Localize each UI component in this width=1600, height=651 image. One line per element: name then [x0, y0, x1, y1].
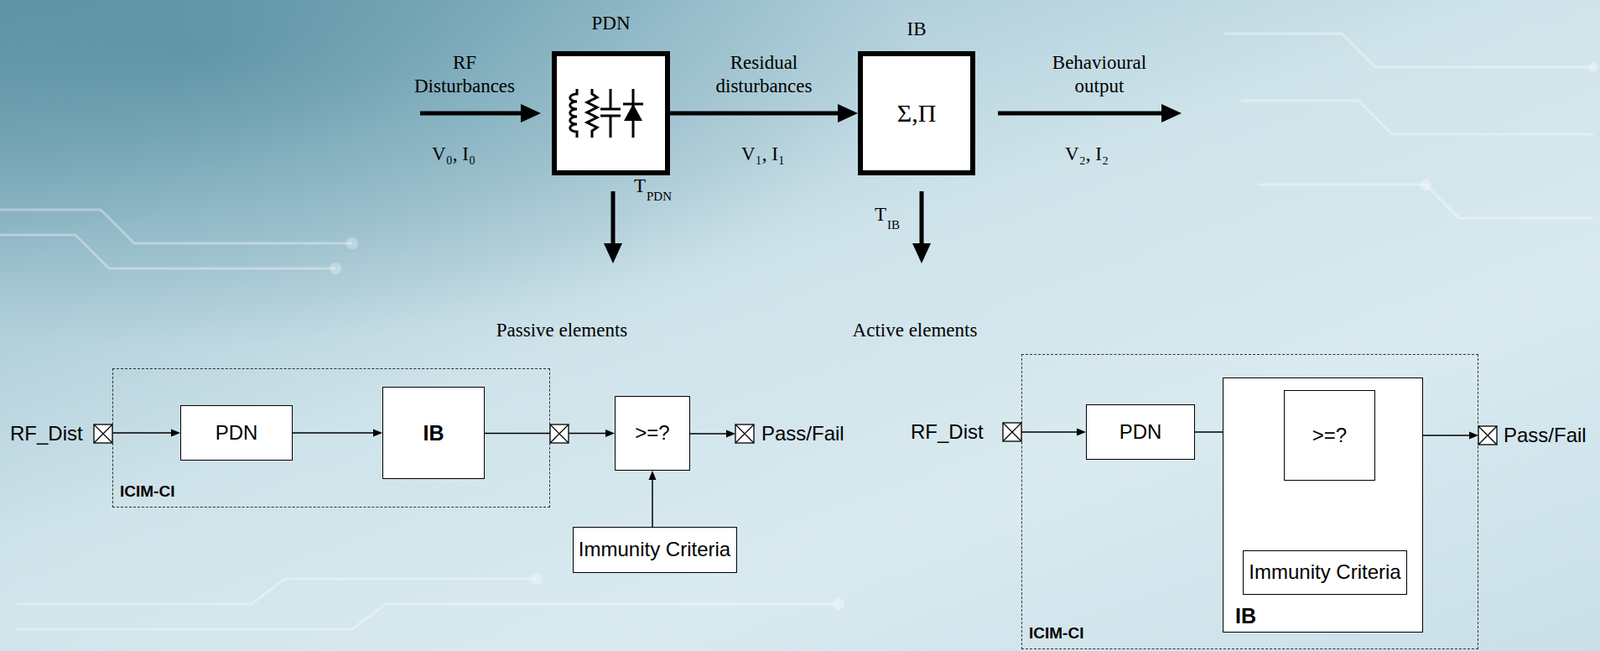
arrow-head — [1469, 431, 1479, 440]
process-box: PDN — [1085, 404, 1195, 460]
compare-box: >=? — [1283, 389, 1376, 481]
wire — [1021, 431, 1077, 433]
criteria-box: Immunity Criteria — [572, 526, 738, 573]
box-label: >=? — [634, 420, 670, 446]
output-arrow-line — [997, 111, 1162, 116]
signal-label: RF Disturbances — [405, 51, 524, 99]
trace — [0, 234, 336, 269]
ib-container: IB >=? Immunity Criteria — [1222, 377, 1424, 633]
pin-symbol — [1002, 422, 1022, 442]
arrow-head — [605, 429, 615, 437]
box-heading: IB — [1235, 602, 1257, 629]
box-label: PDN — [215, 420, 259, 446]
arrow-head — [1161, 103, 1182, 123]
compare-box: >=? — [614, 395, 691, 471]
box-label: >=? — [1312, 423, 1347, 448]
down-arrow-line — [919, 191, 925, 244]
connector-line — [484, 432, 606, 435]
down-arrow-line — [611, 191, 616, 244]
arrow-head — [171, 429, 181, 437]
pad — [346, 237, 359, 250]
connector — [292, 429, 383, 437]
signal-name: V₀, I₀ — [431, 142, 476, 167]
arrow-head — [837, 103, 858, 123]
pdn-interior — [554, 53, 668, 173]
ib-block: IBΣ,Π — [857, 51, 976, 176]
transfer-subscript: IB — [887, 217, 900, 233]
arrow-head — [649, 470, 657, 480]
diode-wire — [623, 88, 644, 138]
criteria-box: Immunity Criteria — [1242, 550, 1408, 595]
box-label: Immunity Criteria — [578, 537, 731, 562]
pad — [530, 572, 543, 585]
capacitor-symbol — [600, 88, 621, 138]
arrow-head — [373, 429, 383, 437]
connector — [649, 470, 657, 527]
wire — [112, 431, 172, 434]
pin-symbol — [735, 424, 754, 443]
category-label: Passive elements — [496, 318, 629, 343]
box-label: IB — [423, 420, 445, 446]
trace — [0, 209, 353, 244]
signal-name: V₁, I₁ — [741, 142, 785, 167]
arrow-head — [1076, 428, 1086, 437]
edge-label: Residual disturbances — [701, 51, 827, 99]
pad — [832, 597, 845, 610]
pin-name: Pass/Fail — [761, 421, 845, 446]
diode-symbol — [623, 103, 643, 121]
pad — [329, 262, 342, 275]
arrow-head — [912, 243, 931, 264]
connector-line — [670, 111, 838, 116]
process-box: PDN — [180, 405, 293, 461]
connector-line — [292, 431, 374, 434]
model-group: ICIM-CI PDN IB — [112, 368, 551, 508]
arrow-head — [726, 430, 736, 438]
process-box: IB — [382, 386, 485, 479]
trace — [1224, 33, 1594, 68]
pin-name: RF_Dist — [10, 421, 84, 446]
resistor-symbol — [587, 88, 598, 138]
arrow-head — [520, 103, 541, 123]
pin-symbol — [93, 424, 113, 443]
passive-symbols — [570, 88, 644, 138]
connector — [670, 103, 858, 123]
connector-line — [651, 479, 654, 527]
box-label: Σ,Π — [897, 98, 937, 129]
pdn-block: PDN — [551, 51, 671, 176]
box-label: PDN — [1119, 420, 1163, 445]
signal-label: Behavioural output — [1036, 51, 1163, 99]
pad — [1419, 178, 1432, 191]
box-heading: ICIM-CI — [1028, 623, 1084, 644]
trace — [16, 578, 537, 604]
box-heading: IB — [907, 17, 927, 42]
input-arrow-line — [420, 111, 521, 116]
trace — [1241, 100, 1594, 135]
model-group: ICIM-CI PDN IB >=? Immunity Criteria — [1021, 353, 1479, 650]
box-heading: ICIM-CI — [119, 482, 175, 502]
trace — [16, 603, 839, 629]
wire — [690, 432, 727, 435]
pad — [1588, 62, 1599, 73]
arrow-head — [603, 243, 623, 264]
pin-name: Pass/Fail — [1503, 423, 1587, 447]
category-label: Active elements — [852, 318, 978, 343]
transfer-symbol: T — [633, 174, 646, 198]
transfer-subscript: PDN — [646, 188, 672, 204]
inductor-symbol — [570, 88, 577, 138]
transfer-symbol: T — [874, 202, 887, 227]
signal-name: V₂, I₂ — [1064, 142, 1109, 167]
pin-symbol — [1478, 425, 1497, 445]
box-heading: PDN — [591, 11, 630, 36]
pin-name: RF_Dist — [910, 420, 984, 444]
pin-symbol — [550, 424, 569, 443]
box-label: Immunity Criteria — [1248, 560, 1401, 585]
